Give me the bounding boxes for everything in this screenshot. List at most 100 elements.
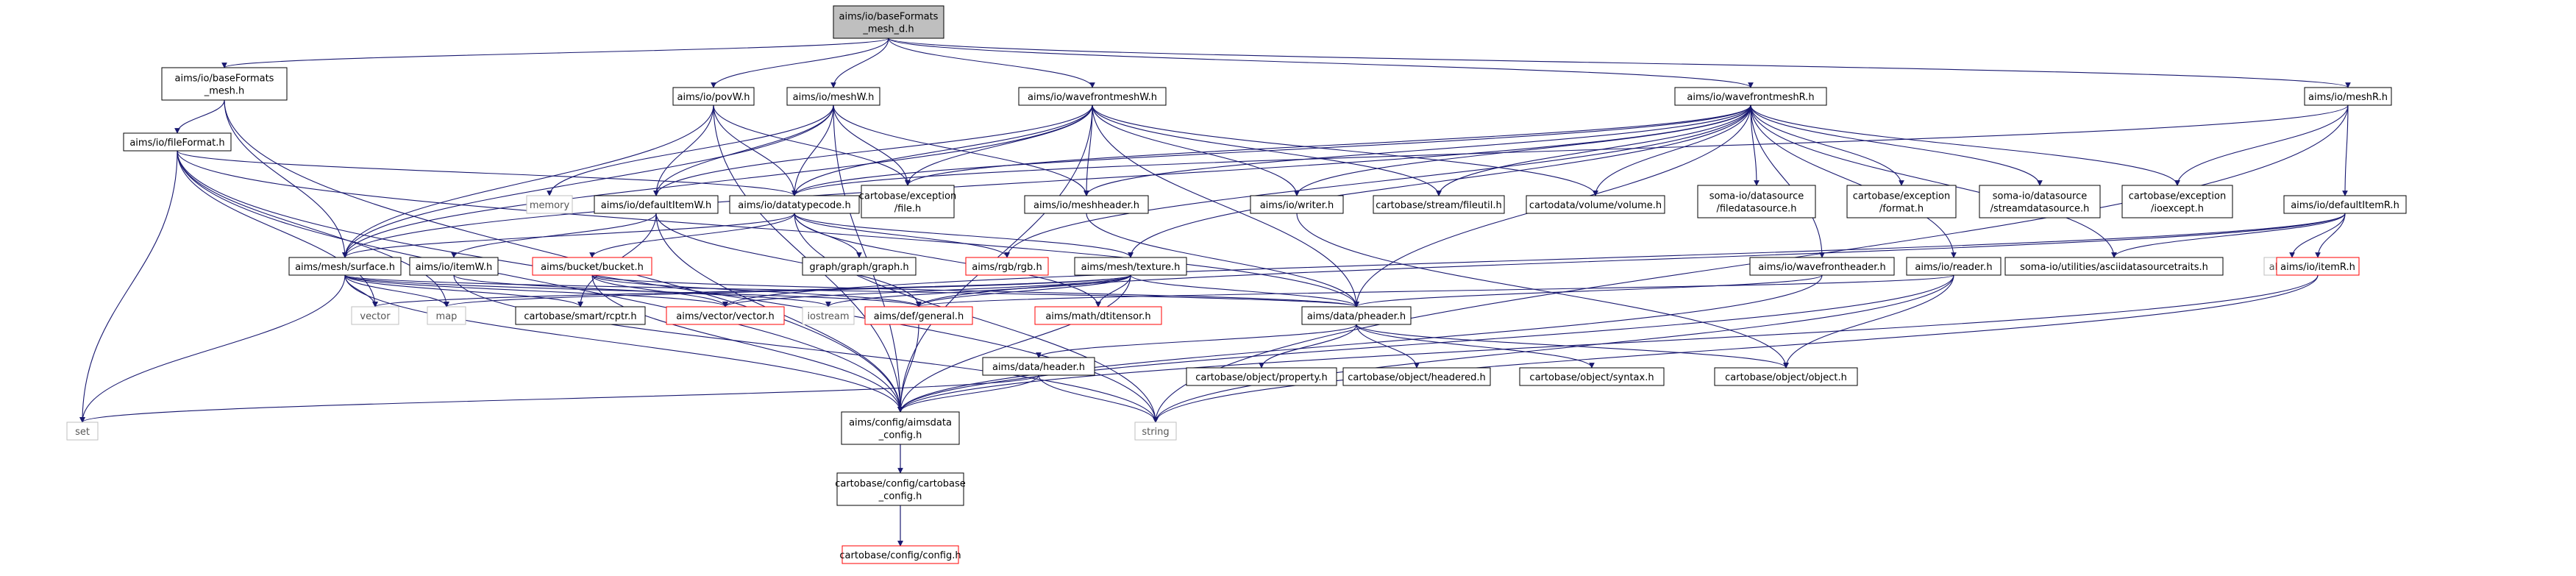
node-label-filedatasource-0: soma-io/datasource — [1709, 191, 1804, 202]
node-label-surface-0: aims/mesh/surface.h — [295, 262, 395, 273]
node-exc_format[interactable]: cartobase/exception/format.h — [1846, 185, 1957, 218]
node-box-map — [427, 306, 466, 325]
node-rgb[interactable]: aims/rgb/rgb.h — [965, 257, 1049, 276]
node-iostream: iostream — [802, 306, 855, 325]
edge-root-to-bf_mesh — [221, 38, 889, 68]
node-label-root-0: aims/io/baseFormats — [839, 12, 939, 23]
node-label-rgb-0: aims/rgb/rgb.h — [972, 262, 1042, 273]
node-root[interactable]: aims/io/baseFormats_mesh_d.h — [833, 5, 944, 39]
node-reader[interactable]: aims/io/reader.h — [1906, 257, 2002, 276]
node-wfmeshW[interactable]: aims/io/wavefrontmeshW.h — [1018, 87, 1167, 106]
node-meshheader[interactable]: aims/io/meshheader.h — [1024, 195, 1149, 214]
node-label-headered-0: cartobase/object/headered.h — [1348, 372, 1485, 383]
node-cb_config[interactable]: cartobase/config/cartobase_config.h — [835, 472, 966, 506]
node-fileutil[interactable]: cartobase/stream/fileutil.h — [1373, 195, 1505, 214]
node-label-general-0: aims/def/general.h — [874, 311, 964, 322]
node-graph[interactable]: graph/graph/graph.h — [802, 257, 917, 276]
edge-datatypecode-to-string — [794, 213, 1159, 423]
node-box-header — [982, 357, 1095, 376]
edge-bf_mesh-to-aimsdata_config — [224, 99, 903, 413]
node-meshW[interactable]: aims/io/meshW.h — [786, 87, 880, 106]
node-label-iostream-0: iostream — [807, 311, 849, 322]
edge-surface-to-pheader — [344, 274, 1359, 307]
edge-wfmeshW-to-volume — [1092, 104, 1598, 196]
node-box-objecth — [1714, 367, 1858, 386]
edge-meshR-to-datatypecode — [791, 104, 2349, 196]
edge-defItemW-to-itemW — [451, 213, 657, 258]
edge-root-to-wfmeshW — [888, 38, 1095, 88]
node-box-string — [1134, 422, 1177, 441]
node-label-asciitraits-0: soma-io/utilities/asciidatasourcetraits.… — [2020, 262, 2208, 273]
node-label-config-0: cartobase/config/config.h — [839, 550, 961, 561]
node-config[interactable]: cartobase/config/config.h — [839, 545, 961, 564]
node-box-meshheader — [1024, 195, 1149, 214]
node-filedatasource[interactable]: soma-io/datasource/filedatasource.h — [1697, 185, 1816, 218]
node-box-wfmeshW — [1018, 87, 1167, 106]
node-defItemW[interactable]: aims/io/defaultItemW.h — [594, 195, 719, 214]
edge-pheader-to-header — [1036, 324, 1357, 358]
edge-wfmeshR-to-exc_file — [905, 104, 1751, 186]
node-meshR[interactable]: aims/io/meshR.h — [2304, 87, 2392, 106]
edge-bucket-to-vectorh — [591, 274, 728, 307]
node-writer[interactable]: aims/io/writer.h — [1250, 195, 1344, 214]
node-wfmeshR[interactable]: aims/io/wavefrontmeshR.h — [1674, 87, 1827, 106]
node-pheader[interactable]: aims/data/pheader.h — [1301, 306, 1412, 325]
edge-meshW-to-surface — [342, 104, 834, 258]
node-defItemR[interactable]: aims/io/defaultItemR.h — [2283, 195, 2407, 214]
edge-meshW-to-exc_file — [833, 104, 911, 186]
node-rcptr[interactable]: cartobase/smart/rcptr.h — [515, 306, 646, 325]
node-box-general — [864, 306, 973, 325]
node-surface[interactable]: aims/mesh/surface.h — [288, 257, 402, 276]
node-streamdatasource[interactable]: soma-io/datasource/streamdatasource.h — [1979, 185, 2101, 218]
edge-wfmeshR-to-wfheader — [1750, 104, 1825, 258]
node-label-exc_file-0: cartobase/exception — [859, 191, 956, 202]
node-box-surface — [288, 257, 402, 276]
node-datatypecode[interactable]: aims/io/datatypecode.h — [729, 195, 860, 214]
node-vectorh[interactable]: aims/vector/vector.h — [666, 306, 785, 325]
node-box-vector — [351, 306, 399, 325]
edge-wfmeshW-to-defItemW — [653, 104, 1093, 196]
edge-texture-to-vectorh — [722, 274, 1131, 307]
edge-wfheader-to-pheader — [1353, 274, 1823, 307]
edge-fileFormat-to-set — [79, 150, 178, 423]
node-ioexcept[interactable]: cartobase/exception/ioexcept.h — [2121, 185, 2233, 218]
node-bf_mesh[interactable]: aims/io/baseFormats_mesh.h — [161, 67, 288, 101]
edge-wfmeshR-to-filedatasource — [1750, 104, 1760, 186]
node-povW[interactable]: aims/io/povW.h — [672, 87, 755, 106]
edge-wfmeshR-to-streamdatasource — [1750, 104, 2043, 186]
node-box-cb_config — [836, 472, 964, 506]
node-volume[interactable]: cartodata/volume/volume.h — [1526, 195, 1665, 214]
node-exc_file[interactable]: cartobase/exception/file.h — [859, 185, 956, 218]
node-label-wfmeshR-0: aims/io/wavefrontmeshR.h — [1687, 92, 1814, 103]
node-general[interactable]: aims/def/general.h — [864, 306, 973, 325]
node-asciitraits[interactable]: soma-io/utilities/asciidatasourcetraits.… — [2004, 257, 2224, 276]
node-box-defItemR — [2283, 195, 2407, 214]
node-itemW[interactable]: aims/io/itemW.h — [409, 257, 499, 276]
node-box-defItemW — [594, 195, 719, 214]
node-label-defItemW-0: aims/io/defaultItemW.h — [601, 200, 711, 211]
node-texture[interactable]: aims/mesh/texture.h — [1074, 257, 1187, 276]
node-box-fileutil — [1373, 195, 1505, 214]
edge-surface-to-aimsdata_config — [344, 274, 903, 413]
node-syntax[interactable]: cartobase/object/syntax.h — [1519, 367, 1665, 386]
node-header[interactable]: aims/data/header.h — [982, 357, 1095, 376]
node-itemR[interactable]: aims/io/itemR.h — [2276, 257, 2360, 276]
edge-surface-to-rcptr — [344, 274, 583, 307]
dependency-edges — [79, 38, 2351, 547]
node-fileFormat[interactable]: aims/io/fileFormat.h — [123, 132, 232, 152]
edge-datatypecode-to-dtitensor — [794, 213, 1101, 307]
node-label-dtitensor-0: aims/math/dtitensor.h — [1045, 311, 1150, 322]
node-aimsdata_config[interactable]: aims/config/aimsdata_config.h — [841, 411, 960, 445]
node-property[interactable]: cartobase/object/property.h — [1186, 367, 1337, 386]
node-label-defItemR-0: aims/io/defaultItemR.h — [2291, 200, 2399, 211]
edge-reader-to-aimsdata_config — [897, 274, 1954, 413]
node-dtitensor[interactable]: aims/math/dtitensor.h — [1034, 306, 1162, 325]
node-objecth[interactable]: cartobase/object/object.h — [1714, 367, 1858, 386]
edge-pheader-to-objecth — [1356, 324, 1789, 369]
edge-surface-to-vectorh — [344, 274, 728, 307]
node-headered[interactable]: cartobase/object/headered.h — [1342, 367, 1491, 386]
node-bucket[interactable]: aims/bucket/bucket.h — [532, 257, 652, 276]
edge-bucket-to-aimsdata_config — [591, 274, 903, 413]
node-wfheader[interactable]: aims/io/wavefrontheader.h — [1749, 257, 1895, 276]
edge-itemW-to-string — [453, 274, 1159, 423]
